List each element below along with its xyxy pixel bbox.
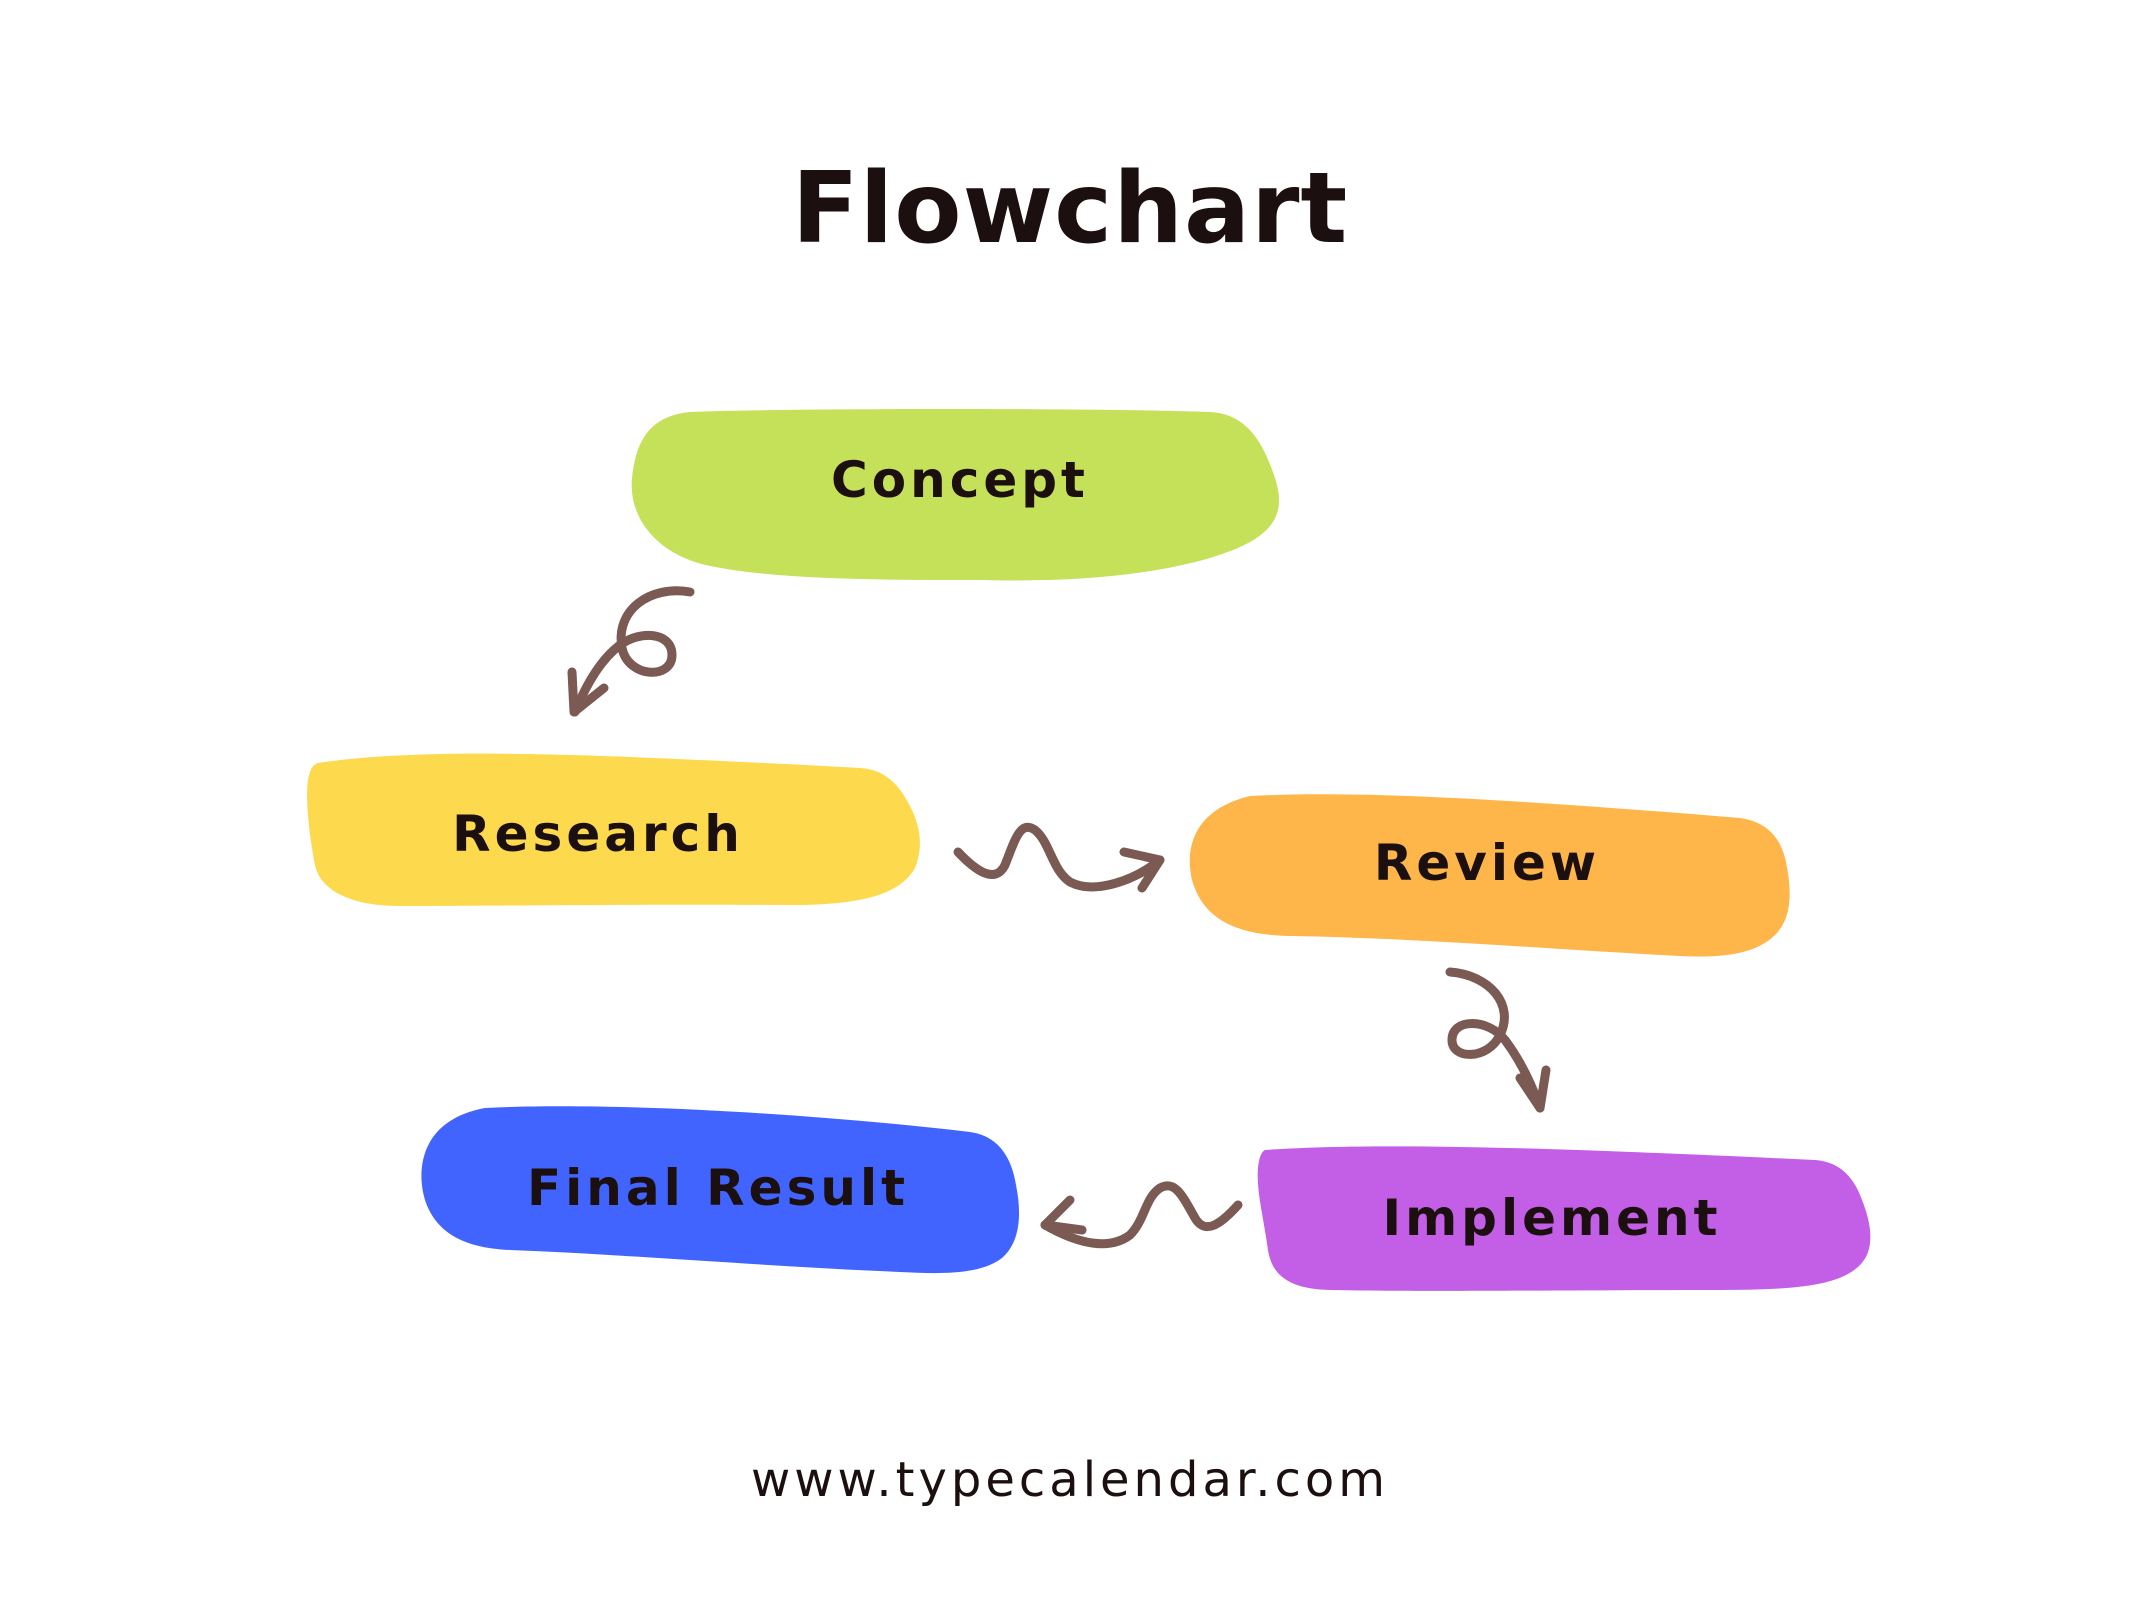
arrow-review-to-implement	[1445, 967, 1551, 1113]
node-final-result-label: Final Result	[527, 1159, 909, 1217]
page-title: Flowchart	[792, 152, 1349, 266]
node-final-result: Final Result	[421, 1106, 1020, 1274]
node-final-result-shape	[421, 1106, 1020, 1274]
node-research-label: Research	[452, 805, 744, 863]
node-implement-label: Implement	[1382, 1189, 1721, 1247]
node-implement: Implement	[1257, 1146, 1871, 1291]
node-implement-shape	[1257, 1146, 1871, 1291]
node-review: Review	[1189, 794, 1790, 957]
footer-url: www.typecalendar.com	[751, 1452, 1389, 1508]
node-concept-shape	[631, 409, 1279, 581]
node-concept: Concept	[631, 409, 1279, 581]
node-review-shape	[1189, 794, 1790, 957]
arrow-concept-to-research	[567, 586, 695, 717]
arrow-research-to-review	[953, 823, 1165, 893]
node-review-label: Review	[1374, 834, 1600, 892]
arrow-implement-to-final-result	[1040, 1181, 1243, 1249]
node-concept-label: Concept	[831, 451, 1089, 509]
node-research: Research	[307, 753, 920, 906]
node-research-shape	[307, 753, 920, 906]
